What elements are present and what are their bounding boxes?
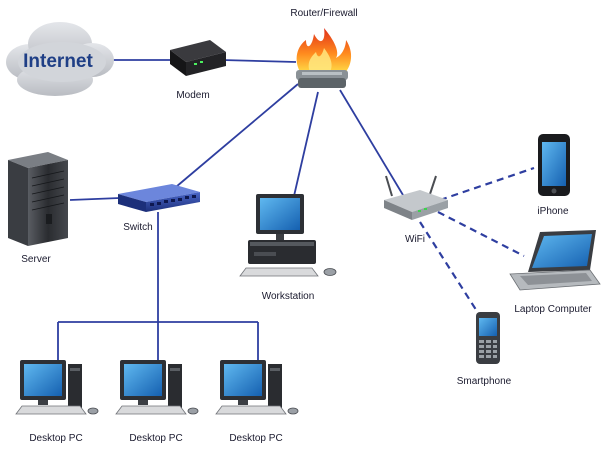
server-tower-icon bbox=[8, 152, 68, 246]
wireless-access-point-icon bbox=[384, 175, 448, 220]
modem-icon bbox=[170, 40, 226, 76]
router-label: Router/Firewall bbox=[290, 8, 357, 19]
firewall-icon bbox=[296, 28, 352, 88]
iphone-node: iPhone bbox=[537, 134, 570, 217]
laptop-icon bbox=[509, 230, 601, 291]
smartphone-label: Smartphone bbox=[457, 376, 512, 387]
desktop-pc-node-1: Desktop PC bbox=[15, 360, 99, 444]
iphone-label: iPhone bbox=[537, 206, 569, 217]
internet-label: Internet bbox=[23, 51, 93, 72]
router-node: Router/Firewall bbox=[290, 8, 358, 88]
wireless-link-laptop bbox=[437, 211, 525, 257]
phone-icon bbox=[538, 134, 570, 196]
connections bbox=[57, 59, 535, 368]
computer-icon bbox=[239, 194, 337, 277]
computer-icon bbox=[15, 360, 99, 415]
smartphone-icon bbox=[476, 312, 500, 364]
workstation-label: Workstation bbox=[262, 291, 315, 302]
wireless-link-smartphone bbox=[419, 221, 481, 317]
switch-icon bbox=[118, 184, 200, 212]
server-label: Server bbox=[21, 254, 51, 265]
laptop-node: Laptop Computer bbox=[509, 230, 601, 315]
workstation-node: Workstation bbox=[239, 194, 337, 302]
switch-label: Switch bbox=[123, 222, 152, 233]
computer-icon bbox=[215, 360, 299, 415]
link-server-switch bbox=[69, 197, 121, 201]
desktop-pc-node-2: Desktop PC bbox=[115, 360, 199, 444]
link-modem-router bbox=[221, 59, 297, 63]
laptop-label: Laptop Computer bbox=[514, 304, 592, 315]
switch-node: Switch bbox=[118, 184, 200, 233]
desktop-pc-label-2: Desktop PC bbox=[129, 433, 182, 444]
link-router-wifi bbox=[339, 89, 407, 201]
computer-icon bbox=[115, 360, 199, 415]
link-router-workstation bbox=[293, 91, 319, 197]
modem-node: Modem bbox=[170, 40, 226, 101]
desktop-pc-label-1: Desktop PC bbox=[29, 433, 82, 444]
wifi-label: WiFi bbox=[405, 234, 425, 245]
desktop-pc-label-3: Desktop PC bbox=[229, 433, 282, 444]
server-node: Server bbox=[8, 152, 68, 265]
cloud-icon bbox=[6, 22, 114, 96]
smartphone-node: Smartphone bbox=[457, 312, 512, 387]
desktop-pc-node-3: Desktop PC bbox=[215, 360, 299, 444]
modem-label: Modem bbox=[176, 90, 209, 101]
wifi-node: WiFi bbox=[384, 175, 448, 245]
link-router-switch bbox=[169, 83, 299, 193]
internet-node: Internet bbox=[6, 22, 114, 96]
wireless-link-iphone bbox=[439, 166, 535, 202]
